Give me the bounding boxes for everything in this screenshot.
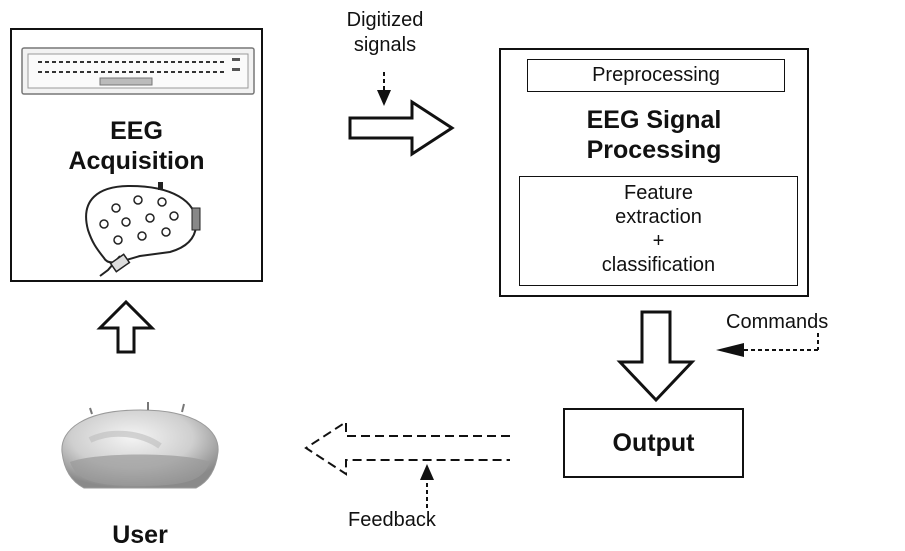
digitized-line2: signals (353, 34, 417, 56)
down-arrow-to-output (616, 310, 696, 403)
feature-line1: Feature (624, 182, 693, 204)
feedback-dashed-arrow (304, 420, 510, 476)
digitized-arrowhead (377, 90, 391, 106)
preprocessing-label: Preprocessing (592, 64, 720, 86)
right-arrow-to-processing (348, 99, 455, 157)
output-box: Output (563, 408, 744, 478)
eeg-acquisition-line2: Acquisition (68, 147, 205, 175)
feedback-arrowhead (420, 464, 434, 480)
commands-arrowhead (716, 343, 744, 357)
eeg-signal-processing-title: EEG Signal Processing (499, 105, 809, 165)
feedback-text: Feedback (348, 509, 436, 531)
up-arrow-to-acquisition (96, 299, 156, 354)
feedback-label: Feedback (348, 508, 436, 532)
processing-line2: Processing (586, 136, 722, 164)
processing-line1: EEG Signal (586, 106, 722, 134)
feature-line3: + (652, 230, 665, 252)
eeg-acquisition-title: EEG Acquisition (10, 116, 263, 176)
output-label: Output (612, 429, 695, 457)
user-label: User (70, 520, 210, 550)
digitized-line1: Digitized (346, 9, 424, 31)
feature-classification-box: Feature extraction + classification (519, 176, 798, 286)
eeg-acquisition-line1: EEG (110, 117, 163, 145)
feature-line2: extraction (615, 206, 702, 228)
commands-label: Commands (726, 310, 828, 334)
preprocessing-box: Preprocessing (527, 59, 785, 92)
digitized-signals-label: Digitized signals (300, 8, 470, 58)
user-text: User (112, 521, 168, 549)
feature-line4: classification (601, 254, 716, 276)
commands-text: Commands (726, 311, 829, 333)
